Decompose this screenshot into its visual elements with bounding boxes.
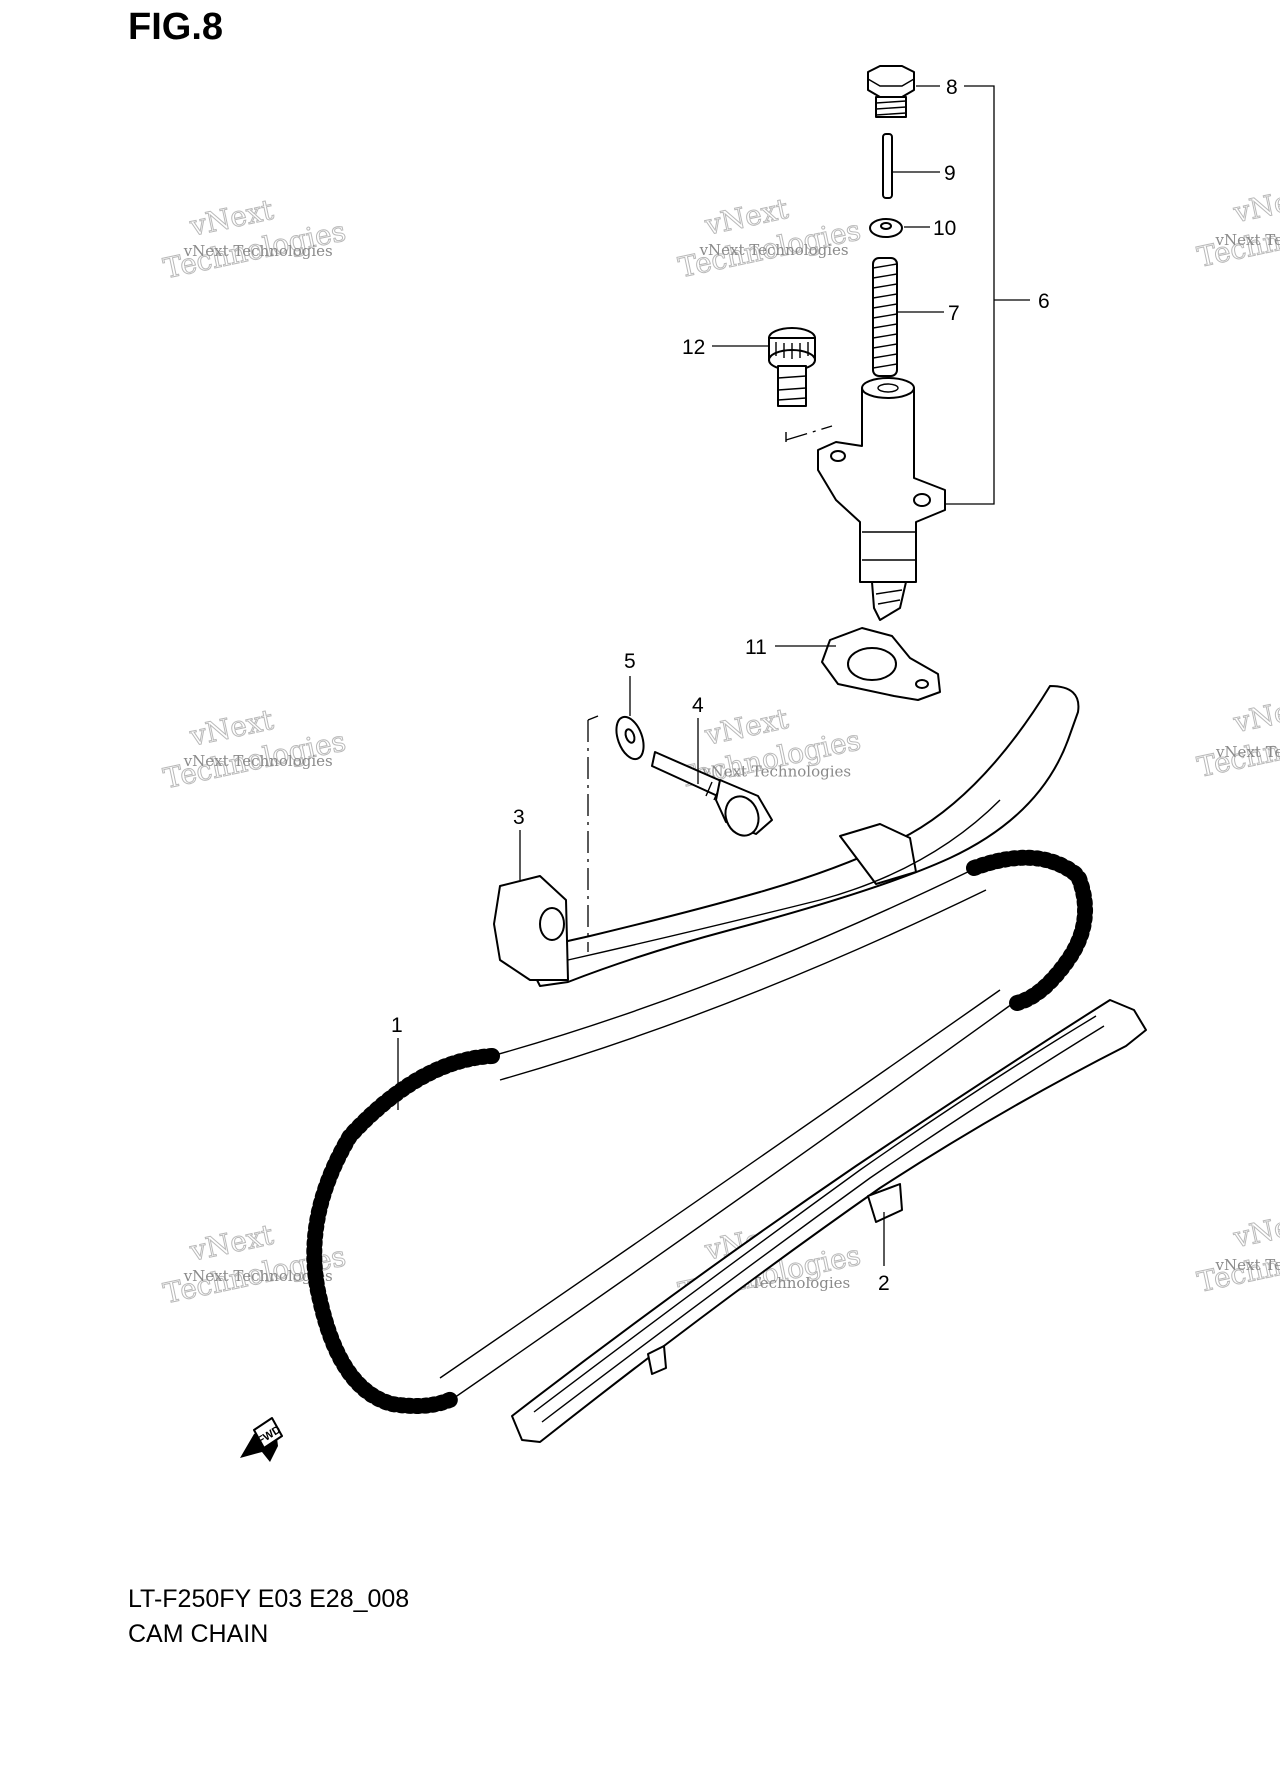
- part-4-pivot-bolt: [651, 751, 773, 837]
- watermark-top-left: vNext Technologies vNext Technologies: [160, 192, 349, 285]
- callout-5: 5: [624, 650, 636, 673]
- svg-text:vNext: vNext: [1230, 689, 1280, 739]
- svg-text:vNext Technologies: vNext Technologies: [1215, 1256, 1280, 1274]
- watermark-bottom-right: vNext Technologies vNext Technologies: [1194, 1204, 1280, 1299]
- part-12-tensioner-bolt: [768, 327, 816, 407]
- callout-4: 4: [692, 694, 704, 717]
- watermark-top-right: vNext Technologies vNext Technologies: [1194, 179, 1280, 274]
- part-3-tensioner-guide: [493, 685, 1080, 987]
- svg-text:vNext Technologies: vNext Technologies: [183, 752, 333, 770]
- watermark-mid-right: vNext Technologies vNext Technologies: [1194, 689, 1280, 784]
- svg-text:vNext Technologies: vNext Technologies: [183, 242, 333, 260]
- alignment-tick-3: [587, 715, 599, 721]
- svg-text:vNext Technologies: vNext Technologies: [1215, 743, 1280, 761]
- fwd-arrow-icon: FWD: [240, 1417, 283, 1462]
- svg-text:vNext Technologies: vNext Technologies: [701, 763, 851, 781]
- part-6-cam-chain-tensioner-body: [817, 377, 946, 621]
- callout-7: 7: [948, 302, 960, 325]
- callout-8: 8: [946, 76, 958, 99]
- part-9-pin: [882, 133, 893, 199]
- watermark-top-center: vNext Technologies vNext Technologies: [675, 191, 864, 284]
- watermark-mid-left: vNext Technologies vNext Technologies: [160, 702, 349, 795]
- svg-text:vNext: vNext: [1230, 179, 1280, 229]
- part-5-washer: [615, 715, 645, 761]
- callout-10: 10: [933, 217, 956, 240]
- svg-text:vNext: vNext: [1230, 1204, 1280, 1254]
- alignment-line-12: [785, 425, 833, 441]
- svg-text:vNext Technologies: vNext Technologies: [699, 241, 849, 259]
- callout-3: 3: [513, 806, 525, 829]
- callout-6: 6: [1038, 290, 1050, 313]
- callout-11: 11: [745, 636, 767, 659]
- svg-text:vNext Technologies: vNext Technologies: [183, 1267, 333, 1285]
- part-10-washer: [869, 218, 903, 238]
- part-7-spring: [872, 257, 898, 377]
- leader-lines: [397, 85, 1030, 1266]
- callout-2: 2: [878, 1272, 890, 1295]
- part-8-tensioner-cap-bolt: [867, 65, 915, 118]
- model-code: LT-F250FY E03 E28_008: [128, 1585, 410, 1613]
- part-11-gasket: [821, 627, 941, 701]
- callout-9: 9: [944, 162, 956, 185]
- part-2-cam-chain-guide: [511, 999, 1147, 1443]
- part-1-cam-chain: [306, 849, 1094, 1414]
- section-name: CAM CHAIN: [128, 1620, 269, 1648]
- callout-12: 12: [682, 336, 705, 359]
- svg-text:vNext Technologies: vNext Technologies: [1215, 231, 1280, 249]
- callout-1: 1: [391, 1014, 403, 1037]
- figure-title: FIG.8: [128, 6, 224, 48]
